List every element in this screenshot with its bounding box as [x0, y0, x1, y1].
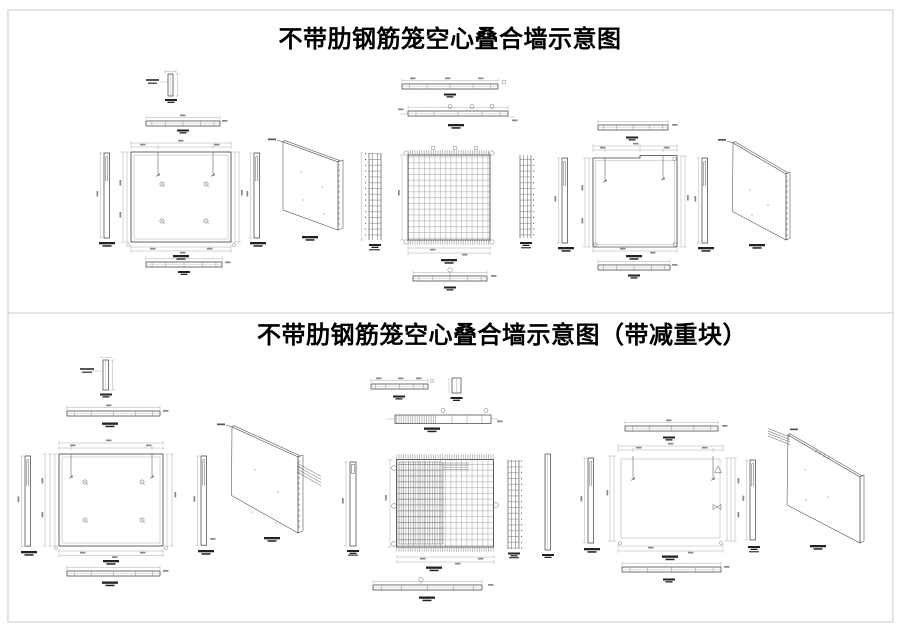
- top-right-bottom-bar: [597, 259, 678, 279]
- top-center-cage-section-right: [519, 155, 536, 249]
- bottom-right-top-bar: [624, 419, 728, 441]
- top-axon-view-left: [268, 138, 344, 241]
- bottom-left-bottom-bar: [66, 565, 169, 587]
- top-left-side-section-left: [97, 153, 115, 247]
- panel2-title: 不带肋钢筋笼空心叠合墙示意图（带减重块）: [257, 322, 747, 349]
- top-right-plan-view: [581, 142, 689, 260]
- top-center-cage-section-left: [359, 152, 382, 251]
- top-left-top-bar: [145, 114, 228, 134]
- top-left-plan-view: [119, 139, 243, 260]
- bottom-left-side-section-left: [18, 456, 37, 556]
- panel1-title: 不带肋钢筋笼空心叠合墙示意图: [278, 26, 622, 53]
- bottom-left-edge-detail: [80, 357, 115, 398]
- bottom-axon-view-right: [767, 428, 866, 550]
- top-left-bottom-bar: [145, 256, 231, 275]
- bottom-center-section-left: [342, 461, 359, 556]
- bottom-left-plan-view: [41, 439, 177, 565]
- bottom-center-cage-section-right: [507, 460, 524, 559]
- bottom-axon-view-left: [217, 423, 322, 542]
- panel-1-drawings: [97, 69, 792, 291]
- bottom-right-side-section-right: [743, 460, 760, 553]
- bottom-left-top-bar: [66, 404, 169, 428]
- top-center-mesh-plan: [398, 145, 495, 264]
- top-right-top-bar: [597, 119, 678, 141]
- bottom-left-side-section-right: [194, 456, 216, 555]
- bottom-center-top-bar-b: [448, 377, 463, 401]
- bottom-center-hatched-bar: [387, 408, 503, 433]
- top-left-side-section-right: [247, 153, 266, 247]
- panel-frames: [7, 9, 894, 623]
- bottom-right-plan-view: [606, 442, 740, 561]
- bottom-center-top-bar-a: [370, 377, 434, 400]
- top-center-bottom-bar: [412, 267, 497, 291]
- top-axon-view-right: [718, 139, 792, 249]
- bottom-right-bottom-bar: [621, 561, 730, 583]
- bottom-right-side-section-left: [581, 458, 600, 553]
- panel-2-drawings: [18, 357, 866, 602]
- top-left-edge-detail: [146, 69, 180, 103]
- top-center-top-bar-2: [398, 104, 518, 129]
- bottom-center-section-far-right: [542, 453, 554, 558]
- top-right-side-section-left: [555, 158, 574, 252]
- bottom-center-bottom-bar: [372, 577, 494, 602]
- bottom-center-mesh-plan: [385, 454, 499, 572]
- top-center-top-bar-1: [401, 77, 507, 98]
- top-right-side-section-right: [695, 158, 714, 252]
